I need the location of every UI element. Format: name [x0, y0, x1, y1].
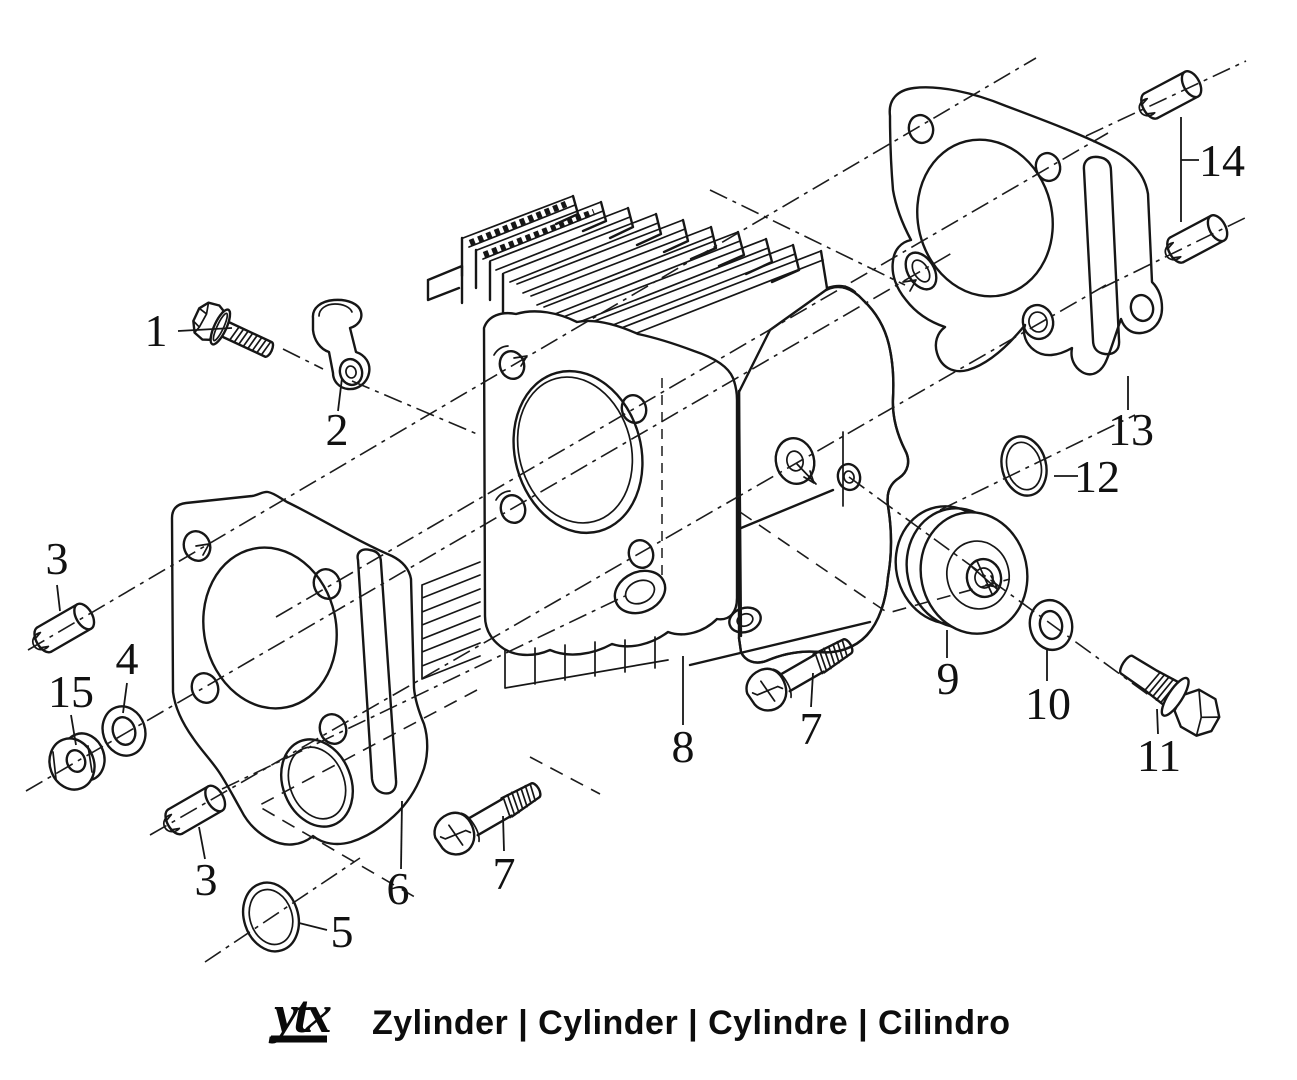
callout-7-right: 7 [800, 703, 823, 754]
callout-13: 13 [1108, 404, 1154, 455]
callout-4: 4 [116, 633, 139, 684]
part-7-bolt-lower [427, 767, 549, 863]
part-15-flange-nut [48, 732, 106, 791]
cylinder-body [688, 284, 910, 667]
fin-serration-texture [468, 200, 596, 259]
roller-mount-hole [836, 462, 862, 492]
gasket-cam-opening [280, 738, 354, 828]
part-12-o-ring [1000, 435, 1048, 497]
stud-boss-hole [774, 437, 816, 485]
part-1-flange-bolt [186, 297, 281, 370]
callout-15: 15 [48, 666, 94, 717]
gasket-hole [1034, 151, 1062, 183]
stud-hole [620, 393, 648, 425]
footer: ytx Zylinder | Cylinder | Cylindre | Cil… [268, 984, 1010, 1044]
gasket-slot [1082, 155, 1121, 356]
cam-chain-hole [613, 569, 667, 615]
path-chevron-lower [256, 689, 478, 901]
tensioner-boss [728, 606, 762, 634]
part-6-base-gasket [170, 490, 429, 846]
part-11-shoulder-bolt [1119, 654, 1221, 737]
gasket-hole [190, 672, 220, 704]
callout-12: 12 [1074, 451, 1120, 502]
callout-2: 2 [326, 404, 349, 455]
callout-8: 8 [672, 721, 695, 772]
assembly-axes [25, 57, 1250, 963]
callout-6: 6 [387, 863, 410, 914]
callout-1: 1 [145, 305, 168, 356]
lower-left-fins [421, 561, 481, 680]
cylinder-front-face [482, 310, 739, 689]
part-2-clamp [311, 298, 371, 391]
part-8-cylinder-block [421, 194, 910, 689]
part-13-head-gasket [888, 86, 1164, 376]
cooling-fins [421, 194, 829, 680]
callouts: 1 2 3 3 4 5 6 7 7 8 9 10 11 12 13 14 15 [46, 135, 1246, 957]
axis-arrowheads [195, 279, 998, 588]
gasket-hole [1021, 303, 1055, 341]
callout-14: 14 [1199, 135, 1245, 186]
part-3-dowel-pin-lower [156, 781, 231, 841]
clamp-hole [338, 357, 364, 387]
part-9-roller [894, 505, 1029, 635]
part-10-washer [1024, 594, 1078, 656]
face-thickness-edge [737, 389, 743, 638]
gasket-hole [318, 713, 348, 745]
gasket-bore [202, 546, 338, 710]
leader-lines [56, 117, 1199, 931]
fin-left-step [426, 264, 464, 305]
path-chevron-right [739, 511, 1011, 614]
gasket-bore [916, 138, 1054, 298]
bottom-fins [504, 636, 669, 689]
callout-9: 9 [937, 653, 960, 704]
part-14-dowel-pin-lower [1158, 210, 1233, 269]
brand-logo: ytx [268, 984, 331, 1044]
callout-5: 5 [331, 906, 354, 957]
gasket-slot [356, 548, 398, 795]
callout-3-lower: 3 [195, 854, 218, 905]
callout-7-lower: 7 [493, 848, 516, 899]
callout-10: 10 [1025, 678, 1071, 729]
part-5-o-ring [241, 881, 301, 953]
callout-3-upper: 3 [46, 533, 69, 584]
callout-11: 11 [1137, 730, 1181, 781]
figure-title: Zylinder | Cylinder | Cylindre | Cilindr… [372, 1004, 1010, 1042]
stud-hole [499, 493, 527, 525]
stud-hole [627, 538, 655, 570]
gasket-hole [1129, 293, 1155, 323]
part-14-dowel-pin-upper [1132, 66, 1207, 125]
gasket-hole [182, 530, 212, 562]
